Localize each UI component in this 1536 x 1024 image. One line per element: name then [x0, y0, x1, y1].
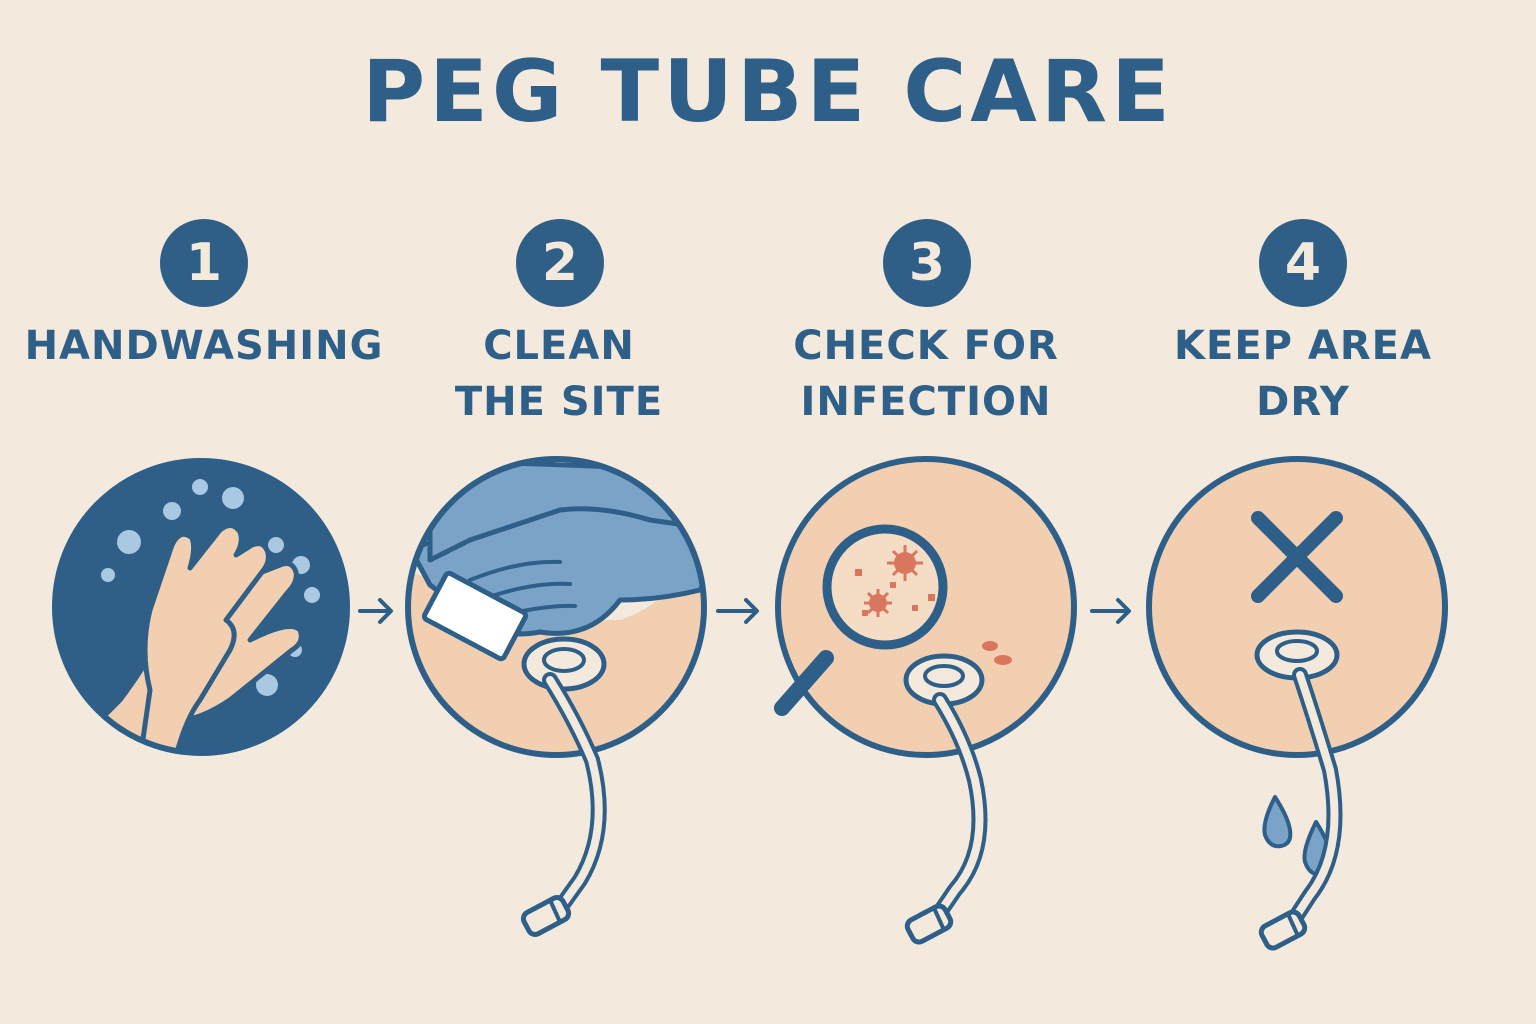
- step-clean-site: 2 CLEAN THE SITE: [359, 0, 759, 1024]
- step-number-badge: 3: [883, 219, 971, 307]
- step-number-badge: 4: [1259, 219, 1347, 307]
- step-keep-dry: 4 KEEP AREA DRY: [1103, 0, 1503, 1024]
- step-label: KEEP AREA DRY: [1174, 323, 1432, 425]
- arrow-right-icon: [716, 598, 759, 624]
- arrow-right-icon: [358, 598, 393, 624]
- germ-icon: [855, 545, 935, 617]
- step-check-infection: 3 CHECK FOR INFECTION: [726, 0, 1126, 1024]
- step-handwashing: 1 HANDWASHING: [4, 0, 404, 1024]
- check-infection-icon: [774, 456, 1077, 758]
- page-title: PEG TUBE CARE: [362, 42, 1174, 142]
- step-label: CHECK FOR INFECTION: [793, 323, 1059, 425]
- step-label: CLEAN THE SITE: [454, 323, 664, 425]
- magnifying-glass-icon: [774, 524, 948, 716]
- x-mark-icon: [1251, 511, 1343, 603]
- step-label: HANDWASHING: [24, 323, 384, 369]
- peg-tube-icon: [520, 629, 1343, 951]
- arrow-right-icon: [1090, 598, 1131, 624]
- handwashing-icon: [52, 458, 350, 756]
- step-number-badge: 1: [160, 219, 248, 307]
- step-number-badge: 2: [516, 219, 604, 307]
